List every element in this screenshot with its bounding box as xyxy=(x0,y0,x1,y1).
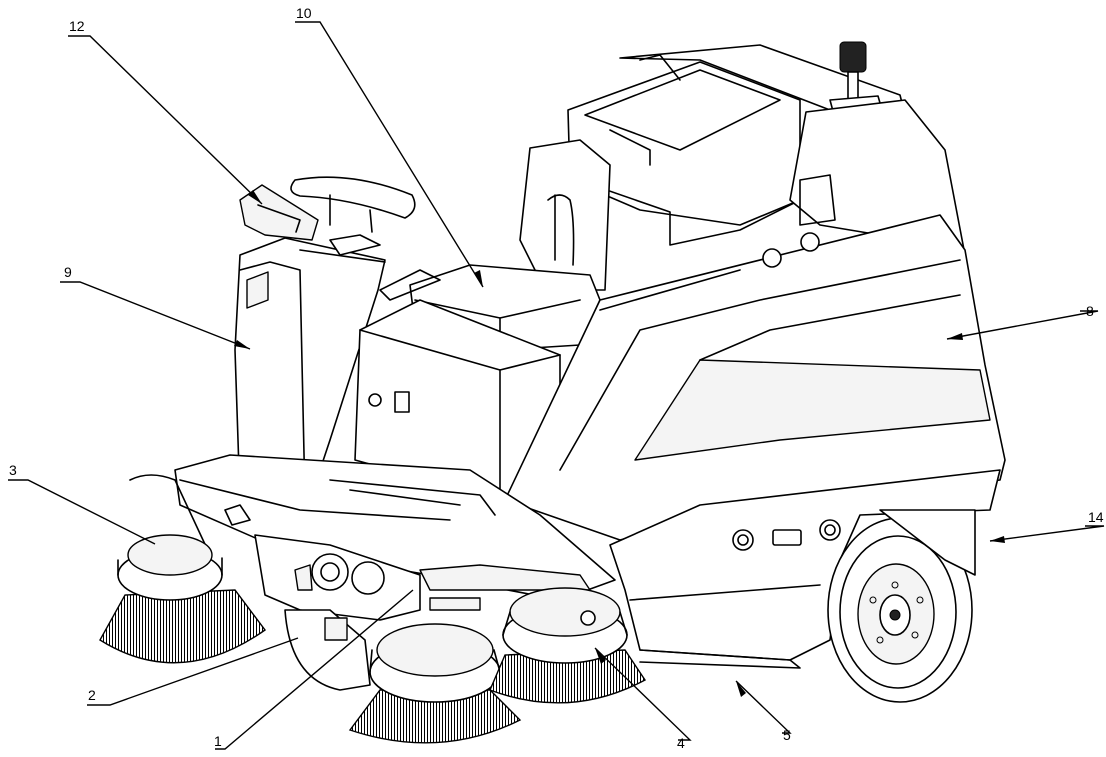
callout-4: 4 xyxy=(677,735,685,751)
steering-wheel xyxy=(290,176,416,233)
leader-lines xyxy=(8,21,1105,750)
callout-9: 9 xyxy=(64,264,72,280)
dashboard-display xyxy=(239,184,319,241)
steering-column xyxy=(234,234,386,501)
callout-labels: 12 10 9 3 2 1 4 5 8 14 xyxy=(9,5,1104,751)
callout-1: 1 xyxy=(214,733,222,749)
front-wheel xyxy=(284,609,371,691)
rear-wheel xyxy=(827,509,976,703)
lower-skirt xyxy=(609,469,1001,669)
side-brush-left xyxy=(99,534,266,664)
callout-3: 3 xyxy=(9,462,17,478)
callout-2: 2 xyxy=(88,687,96,703)
callout-8: 8 xyxy=(1086,303,1094,319)
leader-arrows xyxy=(234,190,1005,697)
callout-12: 12 xyxy=(69,18,85,34)
front-deck xyxy=(129,454,616,601)
side-brush-right xyxy=(489,587,647,704)
callout-10: 10 xyxy=(296,5,312,21)
front-bumper xyxy=(254,534,481,621)
callout-14: 14 xyxy=(1088,509,1104,525)
main-body-panel xyxy=(504,214,1006,541)
callout-5: 5 xyxy=(783,727,791,743)
